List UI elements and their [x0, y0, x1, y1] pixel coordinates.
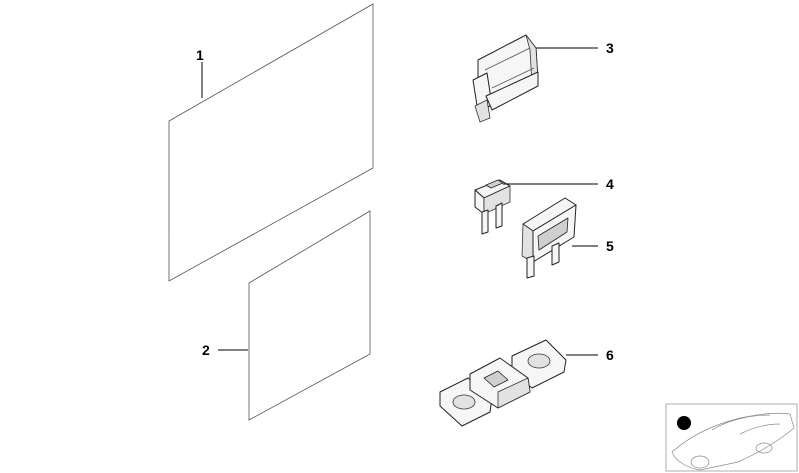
- car-wheel-rear: [755, 442, 773, 454]
- leader-lines: [201, 47, 598, 356]
- callout-5: 5: [606, 238, 614, 254]
- part-3-ridge-2: [491, 67, 535, 89]
- part-5-leg-left: [526, 255, 535, 279]
- part-6-strip-fuse: [439, 339, 567, 427]
- part-5-leg-right: [551, 242, 560, 266]
- callout-6: 6: [606, 347, 614, 363]
- part-2-label-sheet: [248, 210, 371, 421]
- part-4-leg-right: [495, 202, 503, 229]
- part-1-outline: [168, 3, 374, 282]
- part-4-mini-fuse: [474, 179, 511, 235]
- part-4-leg-left: [481, 209, 489, 235]
- callout-labels: 1 2 3 4 5 6: [196, 40, 614, 363]
- part-6-hole-right: [527, 353, 551, 369]
- callout-2: 2: [202, 342, 210, 358]
- part-6-hole-left: [452, 394, 476, 410]
- part-2-outline: [248, 210, 371, 421]
- part-5-maxi-fuse: [521, 197, 577, 279]
- part-3-grip: [485, 71, 539, 111]
- part-1-label-sheet: [168, 3, 374, 282]
- car-wheel-front: [690, 455, 710, 469]
- car-thumbnail-icon: [665, 403, 798, 472]
- thumbnail-frame: [665, 403, 798, 472]
- part-5-window: [537, 217, 569, 251]
- location-dot-icon: [677, 416, 691, 430]
- part-3-tip: [474, 99, 491, 123]
- callout-1: 1: [196, 47, 204, 63]
- part-4-front: [483, 185, 511, 215]
- car-window-line: [739, 423, 781, 435]
- car-body-outline: [671, 412, 795, 471]
- part-6-window: [483, 370, 509, 388]
- callout-3: 3: [606, 40, 614, 56]
- part-3-fuse-puller: [472, 34, 539, 123]
- car-roof-line: [711, 414, 771, 431]
- part-4-window: [485, 179, 504, 189]
- part-3-ridge: [484, 47, 531, 71]
- part-6-body-front: [497, 377, 531, 409]
- callout-4: 4: [606, 176, 614, 192]
